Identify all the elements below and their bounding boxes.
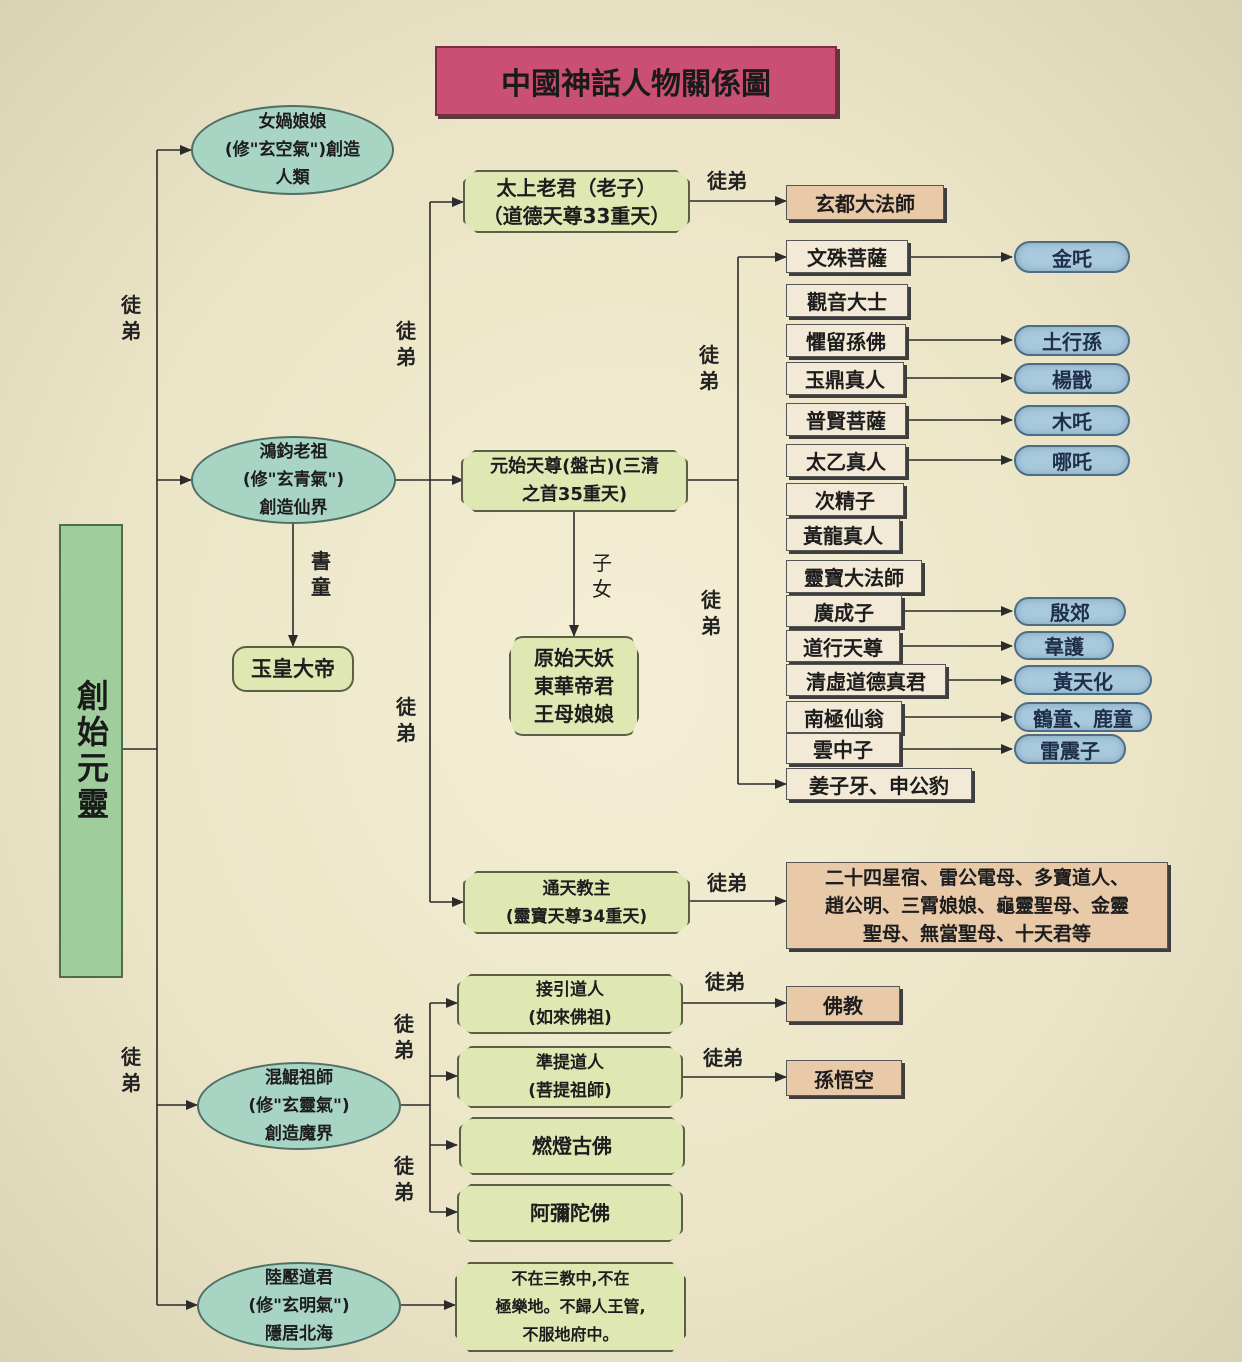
- node-hongjun-line2: (修"玄青氣"): [242, 470, 345, 490]
- root-node: 創始元靈: [59, 524, 123, 978]
- node-hongjun-line1: 鴻鈞老祖: [259, 442, 328, 462]
- node-taishang-line1: 太上老君（老子）: [496, 175, 657, 200]
- tongtian-disciples-line2: 趙公明、三霄娘娘、龜靈聖母、金靈: [824, 894, 1129, 917]
- luya-note-line1: 不在三教中,不在: [511, 1269, 630, 1288]
- grand-disciple-0: 金吒: [1014, 241, 1130, 273]
- label-randeng-disciple: 徒弟: [394, 1154, 414, 1204]
- node-yuanshi: 元始天尊(盤古)(三清 之首35重天): [461, 450, 688, 512]
- label-jieyin-disciple: 徒弟: [394, 1012, 414, 1062]
- node-luya-note: 不在三教中,不在 極樂地。不歸人王管, 不服地府中。: [455, 1262, 686, 1352]
- disciple-9: 廣成子: [786, 595, 902, 627]
- node-tongtian-disciples: 二十四星宿、雷公電母、多寶道人、 趙公明、三霄娘娘、龜靈聖母、金靈 聖母、無當聖…: [786, 862, 1168, 949]
- node-xuandu: 玄都大法師: [786, 185, 944, 220]
- node-zhunti-line2: (菩提祖師): [528, 1081, 612, 1101]
- label-wukong-disciple: 徒弟: [703, 1046, 743, 1070]
- node-hunkun-line1: 混鯤祖師: [265, 1068, 333, 1088]
- node-tongtian-line1: 通天教主: [542, 878, 611, 899]
- grand-disciple-7: 黃天化: [1014, 665, 1152, 695]
- label-yuanshi-disciple-lower: 徒弟: [701, 588, 721, 638]
- luya-note-line2: 極樂地。不歸人王管,: [495, 1297, 646, 1316]
- label-xuandu-disciple: 徒弟: [707, 169, 747, 193]
- node-taishang-line2: （道德天尊33重天）: [482, 203, 671, 228]
- diagram-title: 中國神話人物關係圖: [435, 46, 837, 116]
- disciple-2: 懼留孫佛: [786, 324, 906, 357]
- grand-disciple-2: 楊戩: [1014, 363, 1130, 394]
- label-yuhuang-pageboy: 書童: [311, 549, 331, 599]
- node-hunkun-line2: (修"玄靈氣"): [248, 1096, 350, 1116]
- grand-disciple-4: 哪吒: [1014, 445, 1130, 476]
- disciple-3: 玉鼎真人: [786, 362, 904, 395]
- disciple-4: 普賢菩薩: [786, 403, 906, 436]
- grand-disciple-8: 鶴童、鹿童: [1014, 702, 1152, 732]
- label-hunkun-disciple: 徒弟: [121, 1045, 141, 1095]
- disciple-8: 靈寶大法師: [786, 560, 922, 593]
- node-nuwa-line2: (修"玄空氣")創造: [224, 140, 361, 160]
- disciple-14: 姜子牙、申公豹: [786, 768, 972, 800]
- node-children-line1: 原始天妖: [534, 646, 614, 670]
- node-luya-line3: 隱居北海: [265, 1324, 333, 1344]
- disciple-10: 道行天尊: [786, 630, 900, 662]
- node-tongtian-line2: (靈寶天尊34重天): [505, 906, 648, 927]
- node-hongjun: 鴻鈞老祖 (修"玄青氣") 創造仙界: [191, 436, 396, 524]
- node-taishang: 太上老君（老子） （道德天尊33重天）: [463, 170, 690, 233]
- node-luya: 陸壓道君 (修"玄明氣") 隱居北海: [197, 1262, 401, 1350]
- disciple-6: 次精子: [786, 483, 904, 516]
- node-luya-line1: 陸壓道君: [265, 1268, 333, 1288]
- disciple-5: 太乙真人: [786, 444, 906, 477]
- node-jieyin: 接引道人 (如來佛祖): [457, 974, 683, 1034]
- label-tongtian-disciple: 徒弟: [396, 695, 416, 745]
- disciple-11: 清虛道德真君: [786, 664, 946, 696]
- node-nuwa-line1: 女媧娘娘: [258, 112, 327, 132]
- node-hongjun-line3: 創造仙界: [259, 498, 328, 518]
- node-yuhuang: 玉皇大帝: [232, 646, 354, 692]
- node-hunkun: 混鯤祖師 (修"玄靈氣") 創造魔界: [197, 1062, 401, 1150]
- node-hunkun-line3: 創造魔界: [265, 1124, 333, 1144]
- grand-disciple-9: 雷震子: [1014, 734, 1126, 764]
- node-tongtian: 通天教主 (靈寶天尊34重天): [463, 871, 690, 934]
- node-luya-line2: (修"玄明氣"): [248, 1296, 350, 1316]
- node-buddhism: 佛教: [786, 986, 900, 1022]
- disciple-1: 觀音大士: [786, 284, 908, 317]
- tongtian-disciples-line3: 聖母、無當聖母、十天君等: [862, 922, 1091, 945]
- node-zhunti-line1: 準提道人: [536, 1053, 604, 1073]
- label-yuanshi-children: 子女: [592, 551, 612, 601]
- label-nuwa-disciple: 徒弟: [121, 293, 141, 343]
- disciple-7: 黃龍真人: [786, 518, 900, 551]
- label-buddhism-disciple: 徒弟: [705, 970, 745, 994]
- label-yuanshi-disciple-upper: 徒弟: [699, 343, 719, 393]
- grand-disciple-1: 土行孫: [1014, 325, 1130, 356]
- node-wukong: 孫悟空: [786, 1060, 902, 1096]
- node-jieyin-line1: 接引道人: [536, 980, 604, 1000]
- label-taishang-disciple: 徒弟: [396, 319, 416, 369]
- disciple-12: 南極仙翁: [786, 701, 902, 733]
- node-nuwa: 女媧娘娘 (修"玄空氣")創造 人類: [191, 105, 394, 195]
- node-zhunti: 準提道人 (菩提祖師): [457, 1046, 683, 1108]
- luya-note-line3: 不服地府中。: [522, 1325, 619, 1344]
- node-yuanshi-children: 原始天妖 東華帝君 王母娘娘: [509, 636, 639, 736]
- node-nuwa-line3: 人類: [275, 168, 310, 188]
- node-children-line2: 東華帝君: [534, 674, 614, 698]
- node-randeng: 燃燈古佛: [459, 1117, 685, 1175]
- tongtian-disciples-line1: 二十四星宿、雷公電母、多寶道人、: [824, 866, 1129, 889]
- node-yuanshi-line2: 之首35重天): [521, 484, 628, 505]
- node-jieyin-line2: (如來佛祖): [528, 1008, 612, 1028]
- disciple-13: 雲中子: [786, 733, 900, 764]
- node-yuanshi-line1: 元始天尊(盤古)(三清: [490, 456, 659, 477]
- label-tongtian-group-disciple: 徒弟: [707, 871, 747, 895]
- disciple-0: 文殊菩薩: [786, 240, 908, 273]
- grand-disciple-3: 木吒: [1014, 405, 1130, 436]
- node-amituo: 阿彌陀佛: [457, 1184, 683, 1242]
- grand-disciple-5: 殷郊: [1014, 597, 1126, 626]
- grand-disciple-6: 韋護: [1014, 631, 1114, 660]
- node-children-line3: 王母娘娘: [534, 702, 614, 726]
